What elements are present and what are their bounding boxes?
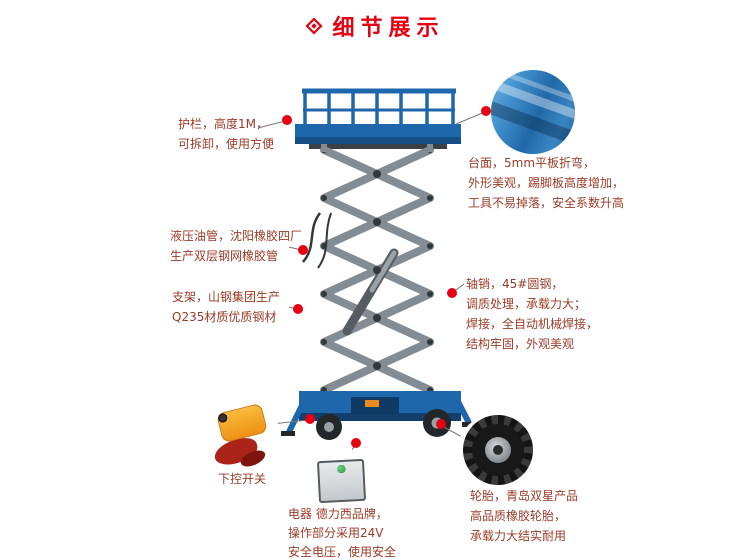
callout-line: 安全电压，使用安全 xyxy=(288,545,397,559)
hydraulic-hose-icon xyxy=(317,212,332,269)
callout-line: 生产双层钢网橡胶管 xyxy=(170,249,279,263)
callout-dot-guardrail xyxy=(282,115,292,125)
callout-lower-control-switch: 下控开关 xyxy=(204,469,280,489)
callout-line: Q235材质优质钢材 xyxy=(172,310,277,324)
callout-dot-lower-control xyxy=(305,414,315,424)
hydraulic-cylinder xyxy=(342,248,399,336)
diamond-icon xyxy=(305,17,324,35)
control-box-body xyxy=(316,458,367,504)
callout-axle-pin: 轴销，45#圆钢， 调质处理，承载力大； 焊接，全自动机械焊接， 结构牢固，外观… xyxy=(466,274,598,354)
callout-line: 外形美观，踢脚板高度增加， xyxy=(468,176,625,190)
base-chassis xyxy=(281,144,476,436)
control-box-photo xyxy=(301,448,381,528)
callout-line: 轮胎，青岛双星产品 xyxy=(470,489,579,503)
remote-body xyxy=(216,402,268,444)
page-header: 细节展示 xyxy=(0,10,750,42)
hydraulic-hose-icon xyxy=(302,212,322,263)
callout-line: 结构牢固，外观美观 xyxy=(466,337,575,351)
callout-support-frame: 支架，山钢集团生产 Q235材质优质钢材 xyxy=(172,287,280,327)
callout-hydraulic-pipe: 液压油管，沈阳橡胶四厂 生产双层钢网橡胶管 xyxy=(170,226,302,266)
callout-dot-electrical xyxy=(351,438,361,448)
callout-dot-axle xyxy=(447,288,457,298)
callout-guardrail: 护栏，高度1M， 可拆卸，使用方便 xyxy=(178,114,274,154)
control-button xyxy=(336,464,346,474)
platform-deck xyxy=(295,124,461,149)
callout-line: 操作部分采用24V xyxy=(288,526,384,540)
callout-line: 焊接，全自动机械焊接， xyxy=(466,317,599,331)
callout-line: 调质处理，承载力大； xyxy=(466,297,587,311)
callout-dot-platform xyxy=(481,106,491,116)
callout-line: 轴销，45#圆钢， xyxy=(466,277,564,291)
remote-control-photo xyxy=(204,398,280,474)
callout-line: 支架，山钢集团生产 xyxy=(172,290,281,304)
callout-tire: 轮胎，青岛双星产品 高品质橡胶轮胎， 承载力大结实耐用 xyxy=(470,486,578,546)
callout-dot-hydraulic xyxy=(298,245,308,255)
pivot-pins xyxy=(321,147,433,393)
tire-photo xyxy=(457,413,537,493)
callout-line: 承载力大结实耐用 xyxy=(470,529,567,543)
callout-line: 液压油管，沈阳橡胶四厂 xyxy=(170,229,303,243)
callout-electrical: 电器 德力西品牌， 操作部分采用24V 安全电压，使用安全 xyxy=(288,505,396,560)
callout-platform: 台面，5mm平板折弯， 外形美观，踢脚板高度增加， 工具不易掉落，安全系数升高 xyxy=(468,153,624,213)
callout-line: 可拆卸，使用方便 xyxy=(178,137,275,151)
guardrail xyxy=(302,88,456,126)
callout-line: 护栏，高度1M， xyxy=(178,117,268,131)
tire-hub-center xyxy=(493,445,503,455)
platform-detail-photo xyxy=(491,70,575,154)
callout-line: 下控开关 xyxy=(217,472,266,486)
callout-line: 电器 德力西品牌， xyxy=(288,507,388,521)
callout-line: 工具不易掉落，安全系数升高 xyxy=(468,196,625,210)
remote-button xyxy=(217,412,229,424)
page-title: 细节展示 xyxy=(332,16,445,41)
callout-dot-tire xyxy=(436,419,446,429)
callout-dot-support xyxy=(293,304,303,314)
callout-line: 台面，5mm平板折弯， xyxy=(468,156,596,170)
callout-line: 高品质橡胶轮胎， xyxy=(470,509,567,523)
